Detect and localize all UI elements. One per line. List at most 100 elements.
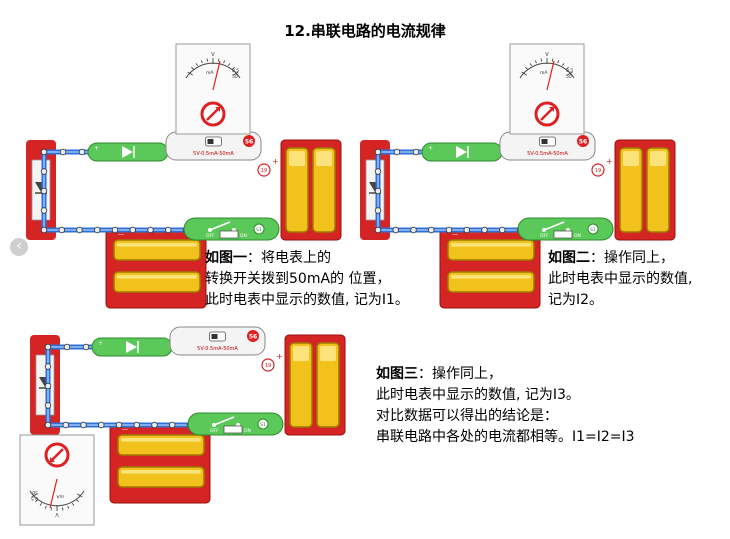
meter-tick xyxy=(67,505,70,509)
switch-off-label: OFF xyxy=(540,233,549,239)
snap-node xyxy=(392,226,399,234)
minus-sign: — xyxy=(452,231,458,238)
snap-node xyxy=(115,421,123,429)
meter-v-label: V xyxy=(55,511,59,517)
caption-lead: 如图三 xyxy=(376,366,418,382)
meter-tick xyxy=(557,60,560,64)
snap-node xyxy=(151,421,158,429)
ammeter-icon-arrow xyxy=(206,107,220,121)
battery-shine xyxy=(289,151,305,167)
caption-line: 转换开关拨到50mA的 位置， xyxy=(205,271,391,287)
meter-tick xyxy=(191,66,194,70)
meter-tick xyxy=(232,66,235,70)
meter-range-label: 50 xyxy=(32,489,38,495)
snap-node xyxy=(165,226,172,234)
snap-node xyxy=(133,421,140,429)
meter-tick xyxy=(540,58,542,62)
snap-node xyxy=(147,226,154,234)
snap-node xyxy=(62,421,69,429)
caption-figure-1: 如图一：将电表上的 转换开关拨到50mA的 位置， 此时电表中显示的数值, 记为… xyxy=(205,248,409,311)
snap-node xyxy=(58,226,65,234)
snap-node xyxy=(82,343,90,351)
snap-node xyxy=(80,421,87,429)
snap-node xyxy=(40,168,48,175)
meter-tick xyxy=(227,63,231,66)
meter-tick xyxy=(50,507,52,511)
meter-tick xyxy=(31,493,37,498)
led-sign: + xyxy=(428,145,433,152)
meter-needle xyxy=(212,60,221,91)
switch-badge xyxy=(253,223,265,235)
snap-node xyxy=(129,226,136,234)
led-sign: + xyxy=(98,340,103,347)
meter-tick xyxy=(39,503,43,506)
led-triangle xyxy=(126,341,137,353)
battery-icon xyxy=(289,342,313,428)
snap-node xyxy=(374,187,382,195)
battery-shine xyxy=(117,243,197,247)
caption-line: ：操作同上， xyxy=(418,366,502,382)
meter-range-text: 5V-0.5mA-50mA xyxy=(193,151,234,157)
minus-sign: — xyxy=(122,426,128,433)
led-triangle xyxy=(122,146,133,158)
meter-selector-knob xyxy=(207,139,214,144)
meter-tick xyxy=(233,71,239,76)
battery-icon xyxy=(285,147,309,233)
meter-unit-label: mA xyxy=(540,70,548,76)
meter-needle xyxy=(49,478,58,509)
battery-shine xyxy=(320,346,336,362)
caption-figure-3: 如图三：操作同上， 此时电表中显示的数值, 记为I3。 对比数据可以得出的结论是… xyxy=(376,364,635,448)
switch-off-label: OFF xyxy=(210,428,219,434)
switch-badge-label: S1 xyxy=(256,227,262,233)
battery-badge xyxy=(257,163,271,177)
caption-lead: 如图一 xyxy=(205,250,247,266)
ammeter-icon-arrowhead xyxy=(215,107,220,112)
meter-range-text: 5V-0.5mA-50mA xyxy=(527,151,568,157)
snap-node xyxy=(111,226,119,234)
meter-tick xyxy=(218,58,220,62)
meter-tick xyxy=(206,58,208,62)
caption-lead: 如图二 xyxy=(548,250,590,266)
meter-range-label: 0.5 xyxy=(232,68,239,74)
battery-icon xyxy=(316,342,340,428)
battery-icon xyxy=(619,147,643,233)
switch-on-label: ON xyxy=(574,233,581,239)
meter-range-label: 50 xyxy=(566,74,572,80)
caption-line: ：操作同上， xyxy=(590,250,674,266)
battery-badge xyxy=(591,163,605,177)
switch-blade xyxy=(209,221,231,231)
snap-node xyxy=(94,226,101,234)
battery-shine xyxy=(293,346,309,362)
minus-sign: — xyxy=(118,231,124,238)
switch-off-label: OFF xyxy=(206,233,215,239)
meter-v-label: V xyxy=(211,52,215,58)
battery-shine xyxy=(451,275,531,279)
battery-badge xyxy=(261,358,275,372)
caption-figure-2: 如图二：操作同上， 此时电表中显示的数值, 记为I2。 xyxy=(548,248,692,311)
meter-range-label: 0.5 xyxy=(31,495,38,501)
snap-node xyxy=(44,363,52,370)
plus-sign: + xyxy=(276,352,283,361)
switch-slider xyxy=(223,425,243,434)
meter-needle xyxy=(546,60,555,91)
switch-blade xyxy=(213,416,235,426)
ammeter-icon-arrowhead xyxy=(50,457,55,462)
switch-pivot xyxy=(212,423,216,427)
snap-node xyxy=(44,402,52,409)
ammeter-icon-arrow xyxy=(50,448,64,462)
snap-node xyxy=(59,148,67,156)
meter-tick xyxy=(200,60,203,64)
snap-node xyxy=(374,168,382,175)
snap-node xyxy=(169,421,176,429)
meter-range-label: 0.5 xyxy=(566,68,573,74)
snap-node xyxy=(44,382,52,390)
snap-node xyxy=(374,148,382,156)
switch-pivot xyxy=(208,228,212,232)
prev-slide-button[interactable]: ‹ xyxy=(10,238,28,256)
battery-shine xyxy=(623,151,639,167)
